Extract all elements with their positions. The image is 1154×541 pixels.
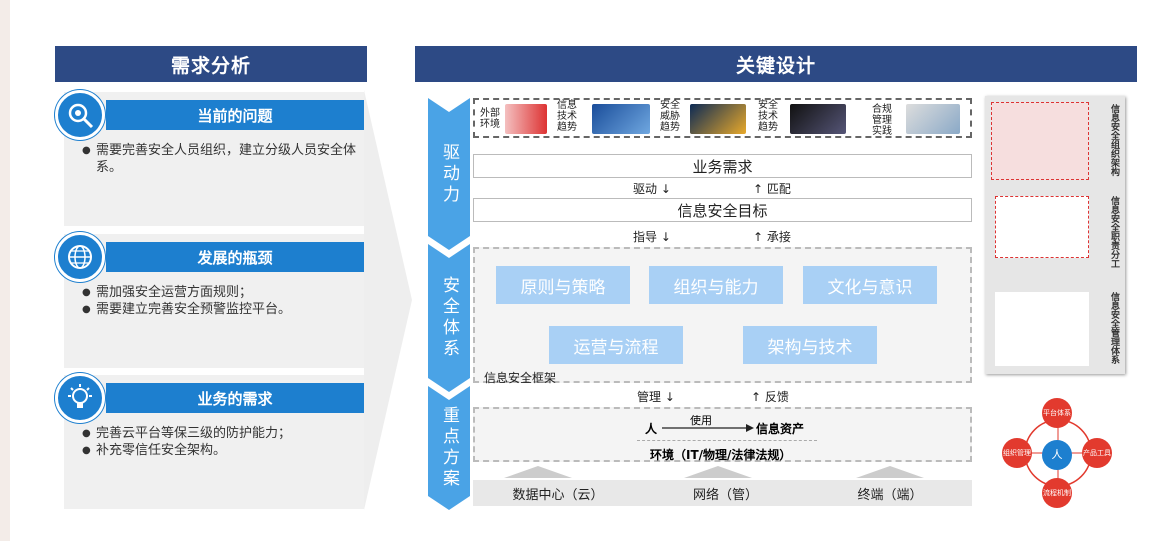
left-edge-stripe [0,0,10,541]
side-label: 信息安全管理体系 [1109,292,1119,364]
gear-search-icon [55,90,105,140]
inherit-label: ↑ 承接 [753,230,791,244]
bullet-item: 需加强安全运营方面规则； [82,284,362,301]
card-business-need: 业务的需求 完善云平台等保三级的防护能力； 补充零信任安全架构。 [55,373,364,509]
circle-node-organization: 组织管理 [1002,438,1032,468]
chevron-drive: 驱动力 [428,98,470,250]
card-title: 当前的问题 [106,100,364,130]
chevron-label: 驱动力 [439,142,459,206]
match-text: 匹配 [766,182,791,196]
ext-label: 合规管理实践 [872,104,892,137]
right-header: 关键设计 [415,46,1137,82]
manage-text: 管理 [637,390,662,404]
responsibility-thumb [995,196,1089,258]
person-label: 人 [645,422,658,436]
card-title: 业务的需求 [106,383,364,413]
drive-text: 驱动 [633,182,658,196]
bullet-item: 需要完善安全人员组织，建立分级人员安全体系。 [82,142,362,176]
card-current-issue: 当前的问题 需要完善安全人员组织，建立分级人员安全体系。 [55,90,364,226]
framework-label: 信息安全框架 [484,371,557,385]
circle-center-person: 人 [1042,440,1072,470]
chevron-security-system: 安全体系 [428,244,470,392]
key-solution-box [473,407,972,462]
inherit-text: 承接 [766,230,791,244]
bullet-item: 完善云平台等保三级的防护能力； [82,425,362,442]
handshake-image [505,104,547,134]
info-asset-label: 信息资产 [756,422,805,436]
org-chart-thumb [991,102,1089,180]
card-title: 发展的瓶颈 [106,242,364,272]
chevron-label: 安全体系 [439,276,459,360]
bullet-item: 需要建立完善安全预警监控平台。 [82,301,362,318]
business-need-box: 业务需求 [473,154,972,178]
dashed-divider [637,440,817,441]
bullet-item: 补充零信任安全架构。 [82,442,362,459]
bottom-datacenter: 数据中心（云） [473,480,643,506]
use-label: 使用 [690,414,712,427]
side-label: 信息安全组织架构 [1109,104,1119,176]
bottom-network: 网络（管） [643,480,808,506]
environment-label: 环境（IT/物理/法律法规） [650,448,792,462]
network-globe-icon [55,232,105,282]
chevron-key-solutions: 重点方案 [428,386,470,510]
up-arrow-network [684,466,752,478]
framework-box-operations: 运营与流程 [549,326,683,364]
match-label: ↑ 匹配 [753,182,791,196]
use-arrow [662,424,754,432]
circle-node-process: 流程机制 [1042,478,1072,508]
guide-text: 指导 [633,230,658,244]
ext-label: 外部环境 [480,108,500,130]
security-goal-box: 信息安全目标 [473,198,972,222]
framework-box-culture: 文化与意识 [803,266,937,304]
feedback-label: ↑ 反馈 [751,390,789,404]
up-arrow-terminal [856,466,924,478]
ext-label: 安全技术趋势 [758,100,778,133]
big-data-image [592,104,650,134]
left-header: 需求分析 [55,46,367,82]
compliance-image [906,104,960,134]
threat-image [690,104,746,134]
guide-label: 指导 ↓ [633,230,671,244]
side-label: 信息安全职责分工 [1109,196,1119,268]
drive-label: 驱动 ↓ [633,182,671,196]
circle-node-platform: 平台体系 [1042,398,1072,428]
framework-box-architecture: 架构与技术 [743,326,877,364]
lightbulb-icon [55,373,105,423]
up-arrow-datacenter [504,466,572,478]
feedback-text: 反馈 [764,390,789,404]
circle-node-tools: 产品工具 [1082,438,1112,468]
tech-image [790,104,846,134]
framework-box-principles: 原则与策略 [496,266,630,304]
framework-box-organization: 组织与能力 [649,266,783,304]
ext-label: 安全威胁趋势 [660,100,680,133]
manage-label: 管理 ↓ [637,390,675,404]
external-environment-strip [473,98,972,138]
system-thumb [995,292,1089,366]
card-bottleneck: 发展的瓶颈 需加强安全运营方面规则； 需要建立完善安全预警监控平台。 [55,232,364,368]
chevron-label: 重点方案 [439,406,459,490]
connector-wedge [364,90,412,510]
bottom-terminal: 终端（端） [808,480,972,506]
side-illustration: 信息安全组织架构 信息安全职责分工 信息安全管理体系 [985,96,1125,374]
ext-label: 信息技术趋势 [557,100,577,133]
